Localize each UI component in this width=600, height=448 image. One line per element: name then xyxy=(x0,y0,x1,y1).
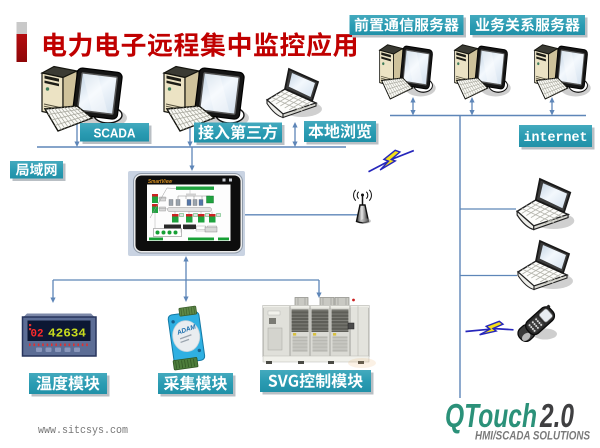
svg-text:42634: 42634 xyxy=(48,328,86,341)
svg-text:internet: internet xyxy=(524,130,588,146)
svg-text:HMI/SCADA SOLUTIONS: HMI/SCADA SOLUTIONS xyxy=(475,429,590,443)
svg-text:2.0: 2.0 xyxy=(539,397,574,434)
svg-text:SCADA: SCADA xyxy=(94,126,137,141)
svg-text:QTouch: QTouch xyxy=(445,397,537,434)
svg-text:www.sitcsys.com: www.sitcsys.com xyxy=(38,425,128,437)
svg-text:SmartView: SmartView xyxy=(148,179,173,185)
svg-text:02: 02 xyxy=(31,329,44,341)
